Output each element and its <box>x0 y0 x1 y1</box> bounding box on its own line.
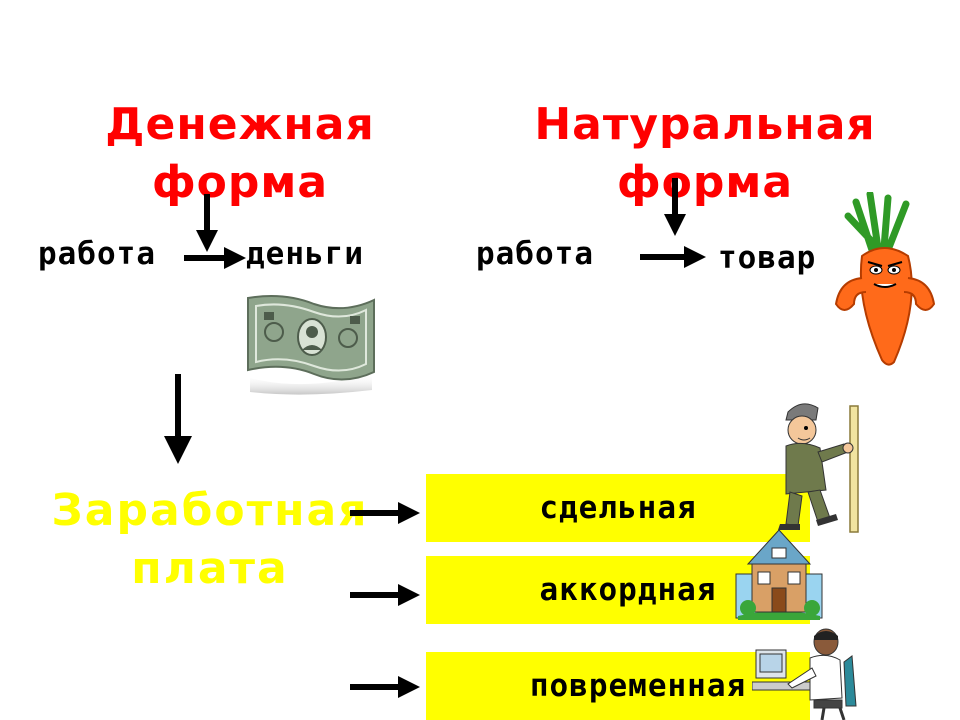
goods-label: товар <box>718 240 817 276</box>
wage-type-piecework: сдельная <box>426 474 810 542</box>
wage-type-label: сдельная <box>539 490 697 526</box>
wage-title-line2: плата <box>131 543 289 594</box>
wage-title-line1: Заработная <box>51 485 369 536</box>
carrot-icon <box>834 192 936 366</box>
natural-form-title-line1: Натуральная <box>534 99 876 150</box>
natural-form-title-line2: форма <box>616 157 794 208</box>
money-form-title-line2: форма <box>151 157 329 208</box>
wage-title: Заработная плата <box>50 482 370 598</box>
money-down-arrow <box>196 194 218 252</box>
wage-down-arrow <box>164 374 192 464</box>
money-work-label: работа <box>38 236 156 272</box>
money-label: деньги <box>246 236 364 272</box>
wage-type-time-based: повременная <box>426 652 810 720</box>
arrow-to-piecework <box>350 502 420 524</box>
money-form-title-line1: Денежная <box>105 99 375 150</box>
natural-right-arrow <box>640 246 706 268</box>
money-right-arrow <box>184 247 246 269</box>
wage-type-label: повременная <box>529 668 747 704</box>
arrow-to-time-based <box>350 676 420 698</box>
wage-type-label: аккордная <box>539 572 717 608</box>
office-worker-icon <box>752 628 857 720</box>
house-icon <box>735 529 823 620</box>
natural-work-label: работа <box>476 236 594 272</box>
worker-icon <box>778 403 859 533</box>
arrow-to-contract <box>350 584 420 606</box>
natural-form-title: Натуральная форма <box>520 96 890 212</box>
money-form-title: Денежная форма <box>80 96 400 212</box>
dollar-bill-icon <box>247 295 375 395</box>
natural-down-arrow <box>664 178 686 236</box>
